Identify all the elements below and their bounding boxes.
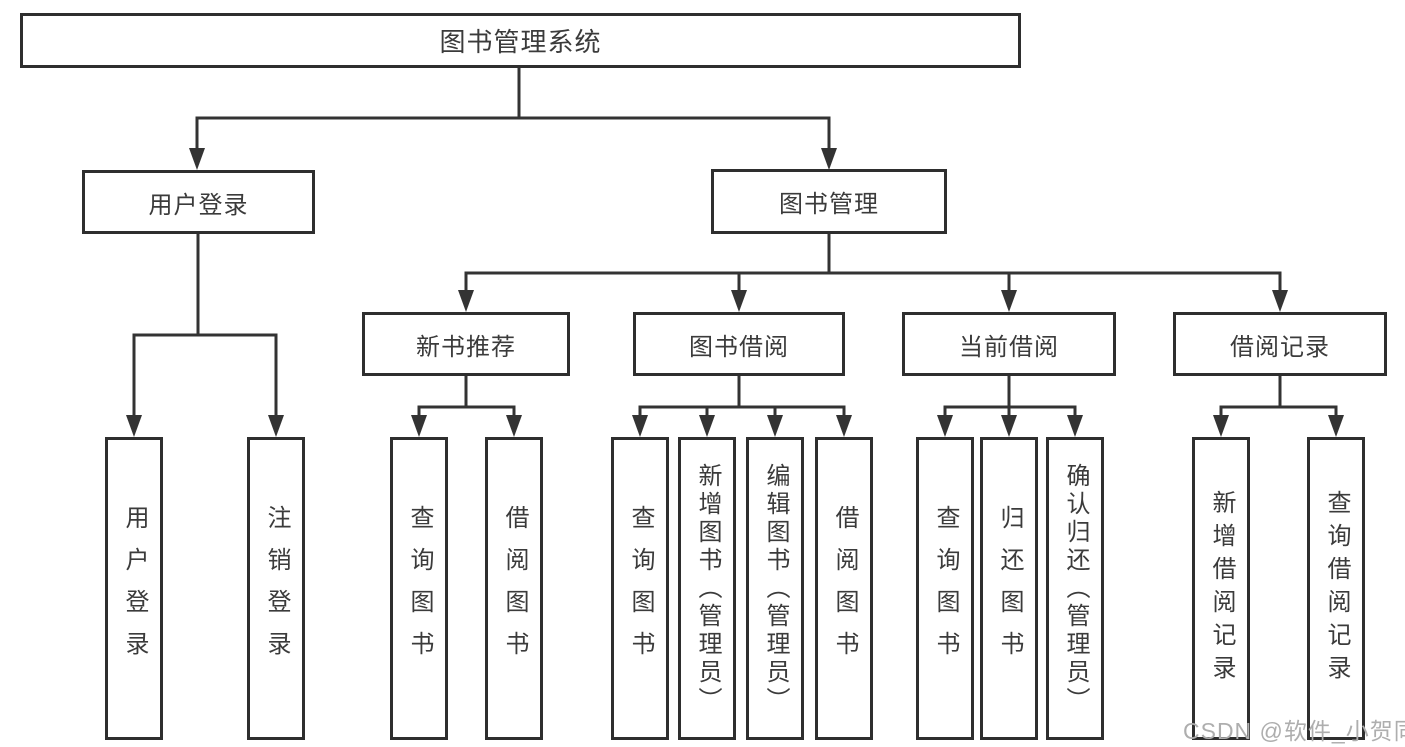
- node-new-book-recommend: 新书推荐: [362, 312, 570, 376]
- node-book-management: 图书管理: [711, 169, 947, 234]
- node-user-login: 用户登录: [82, 170, 315, 234]
- node-label: 借阅记录: [1230, 333, 1330, 361]
- leaf-query-books-borrow: 查询图书: [611, 437, 669, 740]
- leaf-user-login: 用户登录: [105, 437, 163, 740]
- leaf-borrow-books: 借阅图书: [815, 437, 873, 740]
- leaf-logout-login: 注销登录: [247, 437, 305, 740]
- node-label: 图书借阅: [689, 333, 789, 361]
- node-label: 借阅图书: [501, 504, 528, 673]
- node-label: 图书管理系统: [439, 27, 602, 57]
- node-label: 新书推荐: [416, 333, 516, 361]
- leaf-confirm-return-admin: 确认归还（管理员）: [1046, 437, 1104, 740]
- leaf-query-books-recommend: 查询图书: [390, 437, 448, 740]
- leaf-add-borrow-record: 新增借阅记录: [1192, 437, 1250, 740]
- node-label: 当前借阅: [959, 333, 1059, 361]
- leaf-edit-books-admin: 编辑图书（管理员）: [746, 437, 804, 740]
- node-current-borrow: 当前借阅: [902, 312, 1116, 376]
- node-label: 新增图书（管理员）: [694, 462, 721, 715]
- node-label: 用户登录: [121, 504, 148, 673]
- node-label: 注销登录: [263, 504, 290, 673]
- node-label: 借阅图书: [831, 504, 858, 673]
- node-label: 查询图书: [932, 504, 959, 673]
- node-label: 用户登录: [148, 191, 249, 219]
- node-label: 编辑图书（管理员）: [762, 462, 789, 715]
- leaf-add-books-admin: 新增图书（管理员）: [678, 437, 736, 740]
- node-book-borrow: 图书借阅: [633, 312, 845, 376]
- leaf-query-borrow-record: 查询借阅记录: [1307, 437, 1365, 740]
- node-borrow-records: 借阅记录: [1173, 312, 1387, 376]
- node-label: 查询借阅记录: [1323, 489, 1350, 688]
- node-label: 查询图书: [406, 504, 433, 673]
- leaf-query-books-current: 查询图书: [916, 437, 974, 740]
- node-label: 新增借阅记录: [1208, 489, 1235, 688]
- leaf-return-books: 归还图书: [980, 437, 1038, 740]
- leaf-borrow-books-recommend: 借阅图书: [485, 437, 543, 740]
- csdn-watermark: CSDN @软件_小贺同学: [1183, 718, 1405, 744]
- node-label: 归还图书: [996, 504, 1023, 673]
- node-label: 确认归还（管理员）: [1062, 462, 1089, 715]
- node-label: 查询图书: [627, 504, 654, 673]
- node-label: 图书管理: [779, 191, 879, 218]
- node-library-management-system: 图书管理系统: [20, 13, 1021, 68]
